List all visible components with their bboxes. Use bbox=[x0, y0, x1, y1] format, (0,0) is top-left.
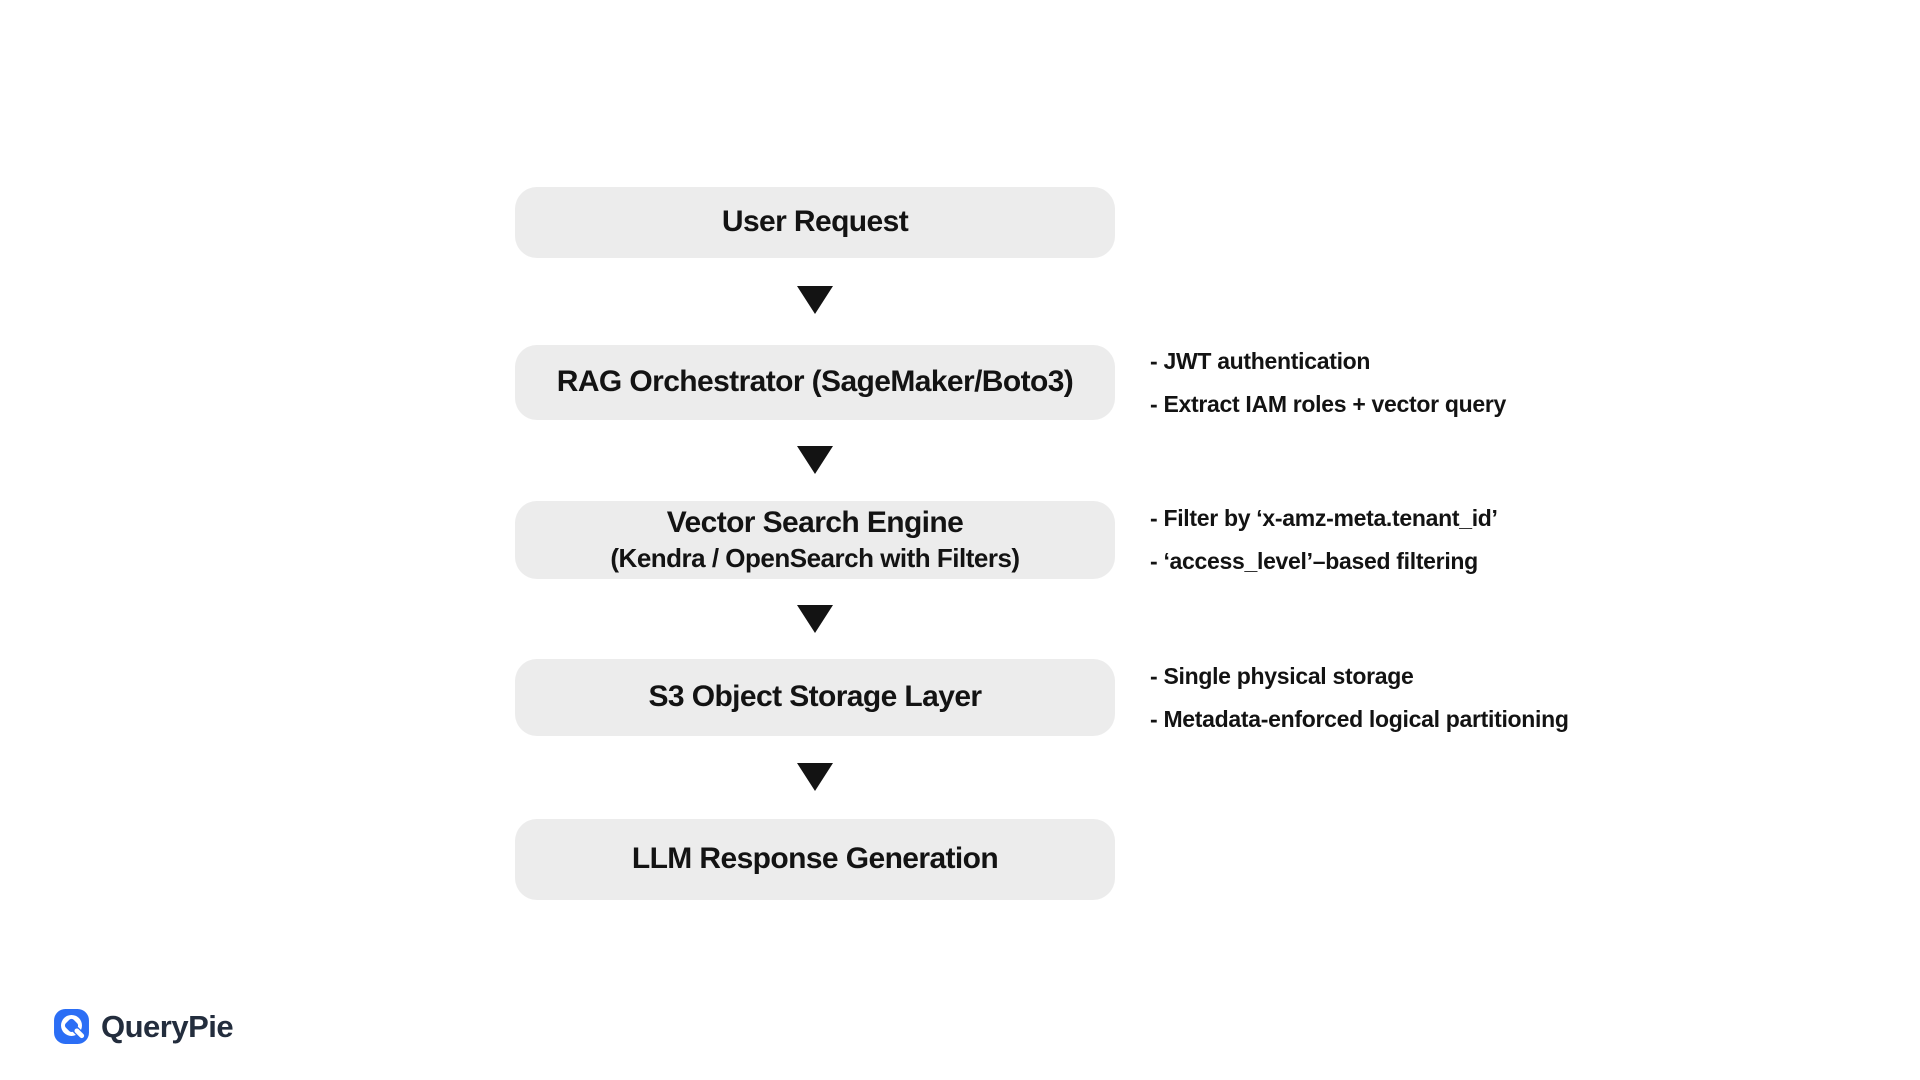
box-title-rag-orchestrator: RAG Orchestrator (SageMaker/Boto3) bbox=[556, 365, 1074, 399]
annotation-group-vector-search: - Filter by ‘x-amz-meta.tenant_id’ - ‘ac… bbox=[1150, 501, 1498, 579]
box-title-llm-response: LLM Response Generation bbox=[631, 842, 999, 876]
flow-box-vector-search: Vector Search Engine (Kendra / OpenSearc… bbox=[515, 501, 1115, 579]
box-subtitle-vector-search: (Kendra / OpenSearch with Filters) bbox=[610, 543, 1020, 574]
note-line: - Filter by ‘x-amz-meta.tenant_id’ bbox=[1150, 505, 1498, 531]
annotation-group-s3-storage: - Single physical storage - Metadata-enf… bbox=[1150, 659, 1569, 736]
querypie-logo: QueryPie bbox=[53, 1008, 234, 1045]
box-title-vector-search: Vector Search Engine bbox=[666, 505, 964, 539]
note-line: - JWT authentication bbox=[1150, 347, 1371, 374]
box-title-user-request: User Request bbox=[721, 205, 909, 239]
flow-box-rag-orchestrator: RAG Orchestrator (SageMaker/Boto3) bbox=[515, 345, 1115, 420]
note-line: - Extract IAM roles + vector query bbox=[1150, 390, 1507, 417]
flow-box-user-request: User Request bbox=[515, 187, 1115, 258]
arrow-down-icon bbox=[797, 286, 833, 314]
flow-box-llm-response: LLM Response Generation bbox=[515, 819, 1115, 900]
note-line: - Single physical storage bbox=[1150, 662, 1414, 689]
arrow-down-icon bbox=[797, 763, 833, 791]
note-line: - Metadata-enforced logical partitioning bbox=[1150, 705, 1569, 732]
querypie-logo-text: QueryPie bbox=[101, 1008, 234, 1044]
note-line: - ‘access_level’–based filtering bbox=[1150, 548, 1478, 574]
annotation-group-rag: - JWT authentication - Extract IAM roles… bbox=[1150, 345, 1506, 420]
box-title-s3-storage: S3 Object Storage Layer bbox=[648, 680, 982, 714]
querypie-logo-icon bbox=[53, 1008, 90, 1045]
arrow-down-icon bbox=[797, 605, 833, 633]
arrow-down-icon bbox=[797, 446, 833, 474]
flow-box-s3-storage: S3 Object Storage Layer bbox=[515, 659, 1115, 736]
